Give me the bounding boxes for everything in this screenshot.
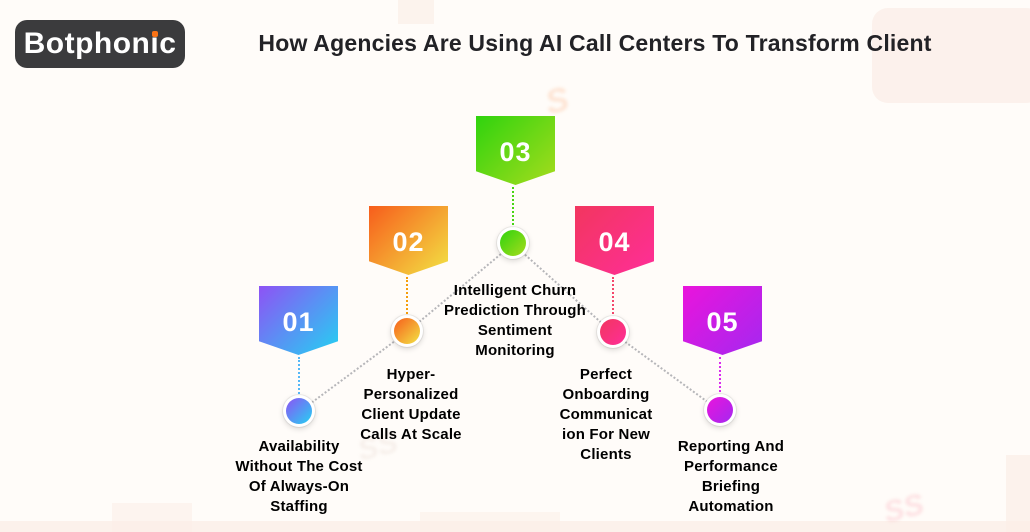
step-03-label-line: Prediction Through — [444, 302, 586, 319]
step-03-ribbon: 03 — [476, 116, 555, 185]
step-04-label-line: Communicat — [559, 406, 653, 423]
step-01-ribbon: 01 — [259, 286, 338, 355]
step-03-label-line: Sentiment — [477, 322, 553, 339]
step-04-connector-line — [612, 277, 614, 318]
step-02-label-line: Client Update — [361, 406, 461, 423]
step-01-number: 01 — [282, 307, 315, 337]
step-03-connector-line — [512, 187, 514, 229]
decoration-blush-rect-top-center — [398, 0, 434, 24]
step-03-label: Intelligent Churn Prediction Through Sen… — [425, 281, 605, 361]
logo-i-dot-icon — [151, 31, 158, 37]
step-05-label-line: Automation — [688, 498, 774, 515]
step-02-number: 02 — [392, 227, 425, 257]
step-02-label-line: Calls At Scale — [360, 426, 462, 443]
decoration-blush-patch-bottom-center — [420, 512, 560, 532]
step-02-connector-line — [406, 277, 408, 317]
step-04-node — [597, 316, 629, 348]
step-01-node — [283, 395, 315, 427]
step-05-ribbon: 05 — [683, 286, 762, 355]
step-03-label-line: Monitoring — [475, 342, 555, 359]
step-05-node — [704, 394, 736, 426]
step-05-label-line: Reporting And — [677, 438, 785, 455]
step-05-label: Reporting And Performance Briefing Autom… — [641, 437, 821, 517]
step-04-label-line: Perfect — [579, 366, 633, 383]
decoration-blush-band-bottom — [0, 521, 1030, 532]
step-04-label-line: ion For New — [561, 426, 651, 443]
decoration-blush-strip-right — [1006, 455, 1030, 532]
step-05-number: 05 — [706, 307, 739, 337]
step-04-label-line: Clients — [580, 446, 632, 463]
step-02-node-fill — [394, 318, 420, 344]
step-02-label-line: Hyper- — [386, 366, 436, 383]
step-03-node-fill — [500, 230, 526, 256]
step-05-node-fill — [707, 397, 733, 423]
step-01-label-line: Availability — [258, 438, 340, 455]
step-01-node-fill — [286, 398, 312, 424]
swirl-decoration-icon: SS — [880, 487, 928, 530]
step-02-ribbon: 02 — [369, 206, 448, 275]
step-02-label: Hyper- Personalized Client Update Calls … — [321, 365, 501, 445]
step-01-label: Availability Without The Cost Of Always-… — [209, 437, 389, 517]
step-03-label-line: Intelligent Churn — [453, 282, 577, 299]
step-01-label-line: Without The Cost — [235, 458, 363, 475]
step-04-label-line: Onboarding — [562, 386, 650, 403]
step-04-number: 04 — [598, 227, 631, 257]
step-03-number: 03 — [499, 137, 532, 167]
page-title: How Agencies Are Using AI Call Centers T… — [258, 30, 932, 56]
step-04-ribbon: 04 — [575, 206, 654, 275]
step-04-node-fill — [600, 319, 626, 345]
step-01-label-line: Of Always-On — [248, 478, 350, 495]
decoration-blush-patch-bottom-left — [112, 503, 192, 532]
step-05-label-line: Performance — [684, 458, 778, 475]
step-03-node — [497, 227, 529, 259]
step-01-connector-line — [298, 357, 300, 397]
step-01-label-line: Staffing — [270, 498, 328, 515]
step-02-label-line: Personalized — [363, 386, 459, 403]
step-04-label: Perfect Onboarding Communicat ion For Ne… — [516, 365, 696, 465]
step-05-label-line: Briefing — [701, 478, 761, 495]
step-02-node — [391, 315, 423, 347]
step-05-connector-line — [719, 357, 721, 396]
